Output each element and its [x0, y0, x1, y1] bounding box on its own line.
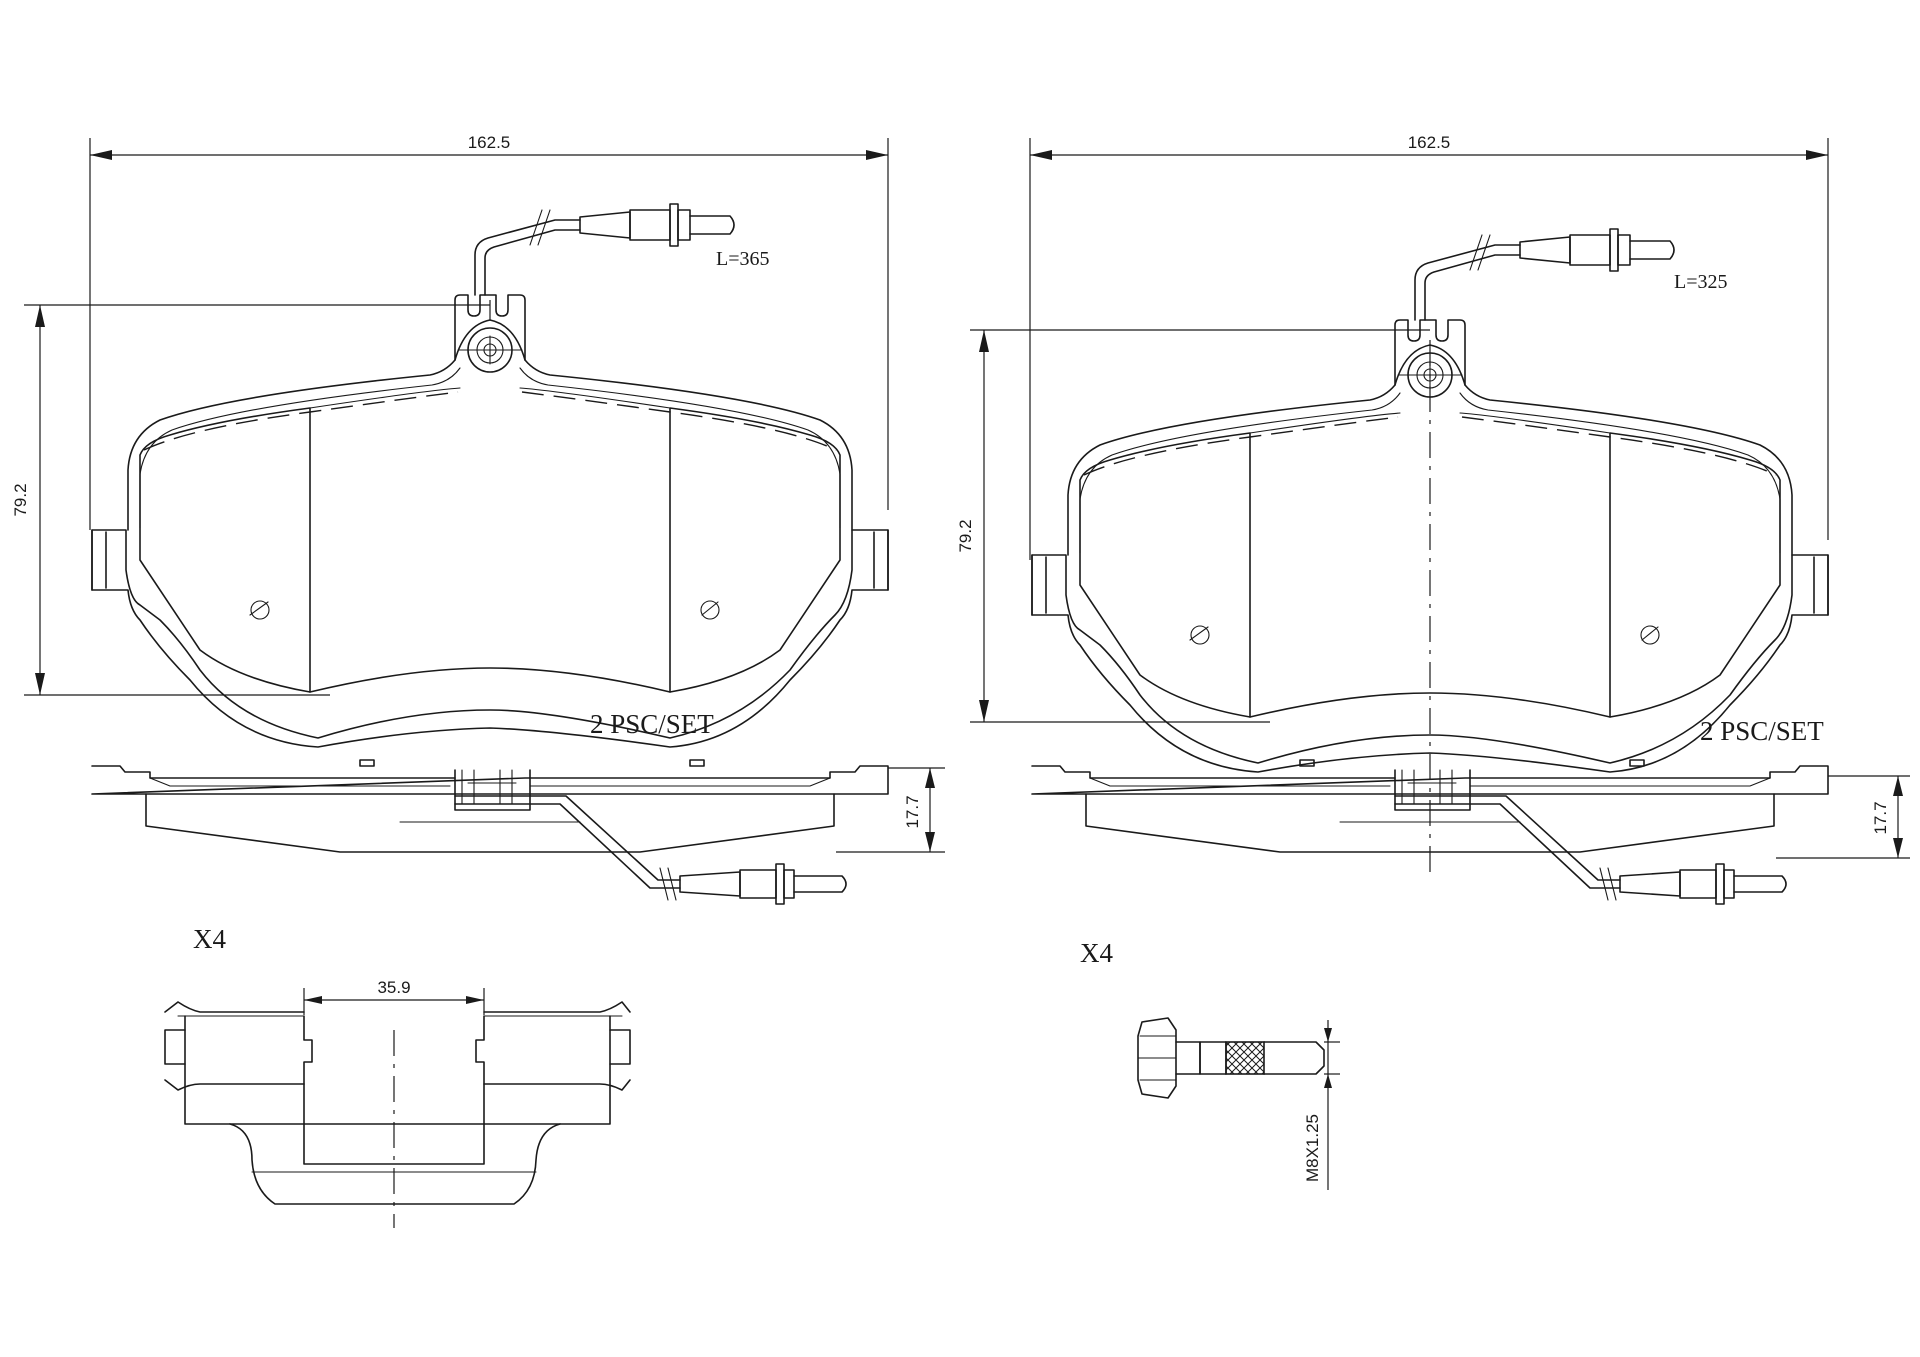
right-height-dimension: 79.2	[956, 329, 1430, 723]
left-qty-label: X4	[193, 924, 226, 954]
right-bolt-view: M8X1.25	[1137, 1017, 1340, 1190]
left-sensor-length: L=365	[716, 248, 770, 270]
right-set-label: 2 PSC/SET	[1700, 716, 1824, 746]
left-clip-view: 35.9	[164, 978, 631, 1228]
left-thickness-dimension: 17.7	[836, 767, 945, 853]
right-qty-label: X4	[1080, 938, 1113, 968]
right-height-label: 79.2	[956, 519, 975, 552]
right-pad-front-view	[1031, 228, 1829, 880]
left-pad-side-view	[91, 759, 889, 905]
right-thickness-label: 17.7	[1871, 801, 1890, 834]
right-sensor-length: L=325	[1674, 271, 1728, 293]
left-width-dimension: 162.5	[89, 133, 889, 530]
left-width-label: 162.5	[468, 133, 511, 152]
right-width-dimension: 162.5	[1029, 133, 1829, 560]
left-set-label: 2 PSC/SET	[590, 709, 714, 739]
left-height-dimension: 79.2	[11, 304, 490, 696]
right-pad-side-view	[1031, 759, 1829, 905]
right-thickness-dimension: 17.7	[1776, 775, 1910, 859]
left-clip-width-label: 35.9	[377, 978, 410, 997]
left-height-label: 79.2	[11, 483, 30, 516]
left-pad-front-view	[91, 203, 889, 748]
right-width-label: 162.5	[1408, 133, 1451, 152]
left-thickness-label: 17.7	[903, 795, 922, 828]
right-bolt-thread-label: M8X1.25	[1303, 1114, 1322, 1182]
